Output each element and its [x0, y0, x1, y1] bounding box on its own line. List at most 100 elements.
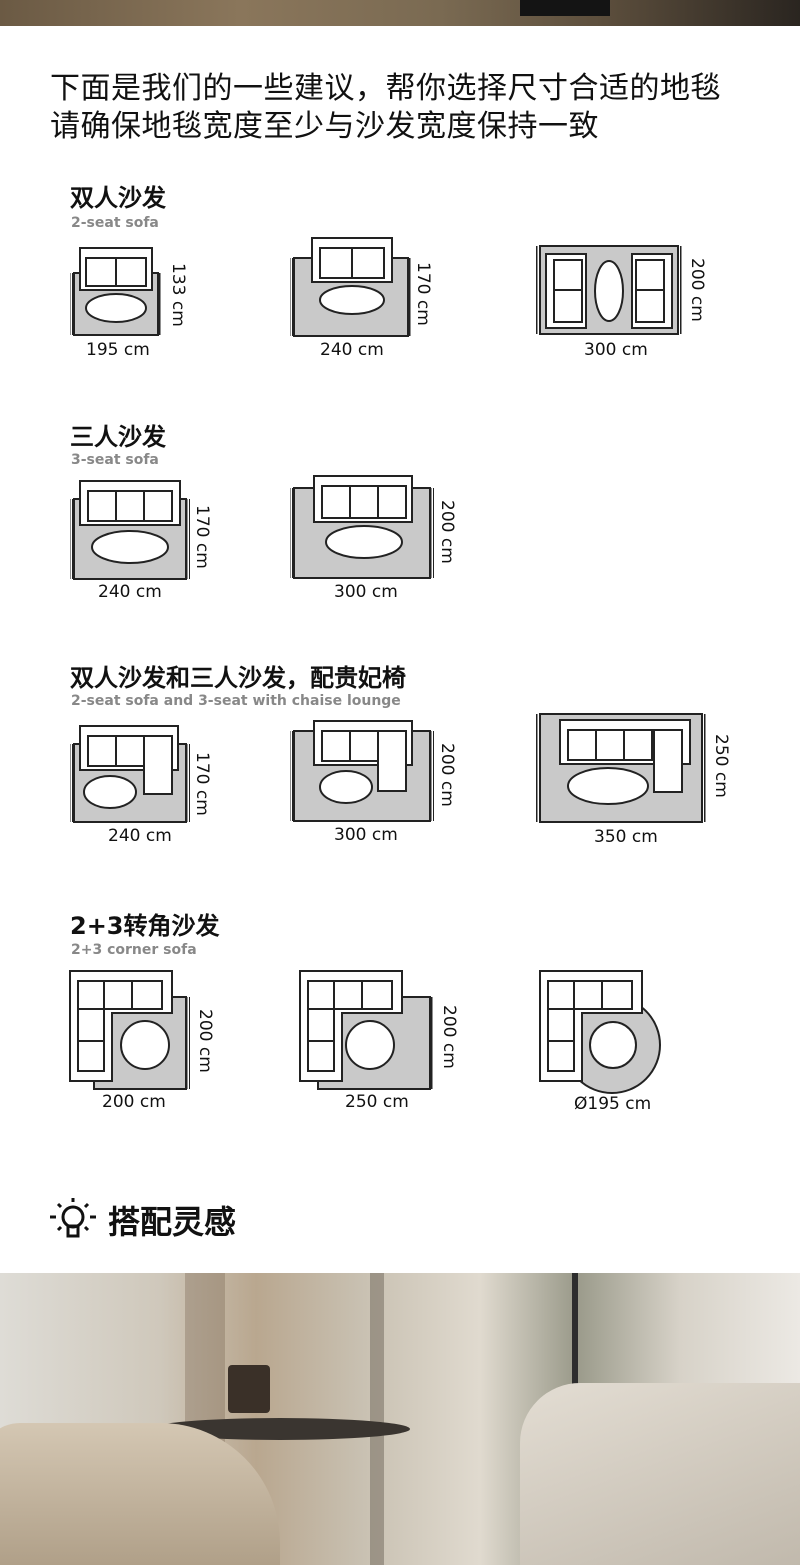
sofa-cushion — [553, 259, 583, 291]
sofa-cushion — [567, 729, 597, 761]
width-label: 250 cm — [345, 1092, 409, 1112]
rug-fringe-left — [536, 714, 540, 822]
depth-label: 200 cm — [437, 743, 457, 807]
rug-fringe-right — [186, 499, 190, 579]
depth-label: 170 cm — [413, 262, 433, 326]
width-label: 300 cm — [334, 582, 398, 602]
section-subtitle-corner: 2+3 corner sofa — [71, 942, 197, 958]
chaise-lounge — [377, 730, 407, 792]
coffee-mug — [228, 1365, 270, 1413]
sofa-cushion — [77, 1008, 105, 1042]
rug-fringe-left — [290, 488, 294, 578]
depth-label: 170 cm — [192, 505, 212, 569]
rug-fringe-left — [70, 273, 74, 335]
sofa-cushion — [547, 1040, 575, 1072]
sofa-cushion — [319, 247, 353, 279]
rug-fringe-right — [186, 744, 190, 822]
width-label: 200 cm — [102, 1092, 166, 1112]
sofa-cushion — [635, 289, 665, 323]
coffee-table — [589, 1021, 637, 1069]
rug-fringe-right — [186, 997, 190, 1089]
section-title-2-seat: 双人沙发 — [70, 184, 166, 212]
rug-diagram-3seat-240: 240 cm 170 cm — [70, 480, 212, 602]
sofa-cushion — [601, 980, 633, 1010]
rug-fringe-left — [290, 731, 294, 821]
rug-fringe-right — [430, 997, 434, 1089]
coffee-table — [594, 260, 624, 322]
armchair-left — [0, 1423, 280, 1565]
rug-diagram-corner-200: 200 cm 200 cm — [69, 970, 215, 1112]
rug-fringe-right — [430, 731, 434, 821]
sofa-cushion — [321, 730, 351, 762]
coffee-table — [319, 285, 385, 315]
coffee-table — [91, 530, 169, 564]
section-title-3-seat: 三人沙发 — [70, 423, 166, 451]
inspiration-heading: 搭配灵感 — [48, 1195, 236, 1245]
coffee-table — [85, 293, 147, 323]
intro-line-2: 请确保地毯宽度至少与沙发宽度保持一致 — [50, 109, 599, 144]
sofa-cushion — [547, 980, 575, 1010]
rug-diagram-chaise-300: 300 cm 200 cm — [290, 720, 457, 845]
sofa-cushion — [115, 490, 145, 522]
rug-fringe-right — [702, 714, 706, 822]
section-subtitle-chaise: 2-seat sofa and 3-seat with chaise loung… — [71, 693, 401, 709]
sofa-cushion — [85, 257, 117, 287]
rug-fringe-right — [158, 273, 162, 335]
rug-fringe-left — [70, 499, 74, 579]
sofa-cushion — [595, 729, 625, 761]
intro-line-1: 下面是我们的一些建议，帮你选择尺寸合适的地毯 — [50, 71, 721, 106]
rug-fringe-right — [408, 258, 412, 336]
section-title-corner: 2+3转角沙发 — [70, 912, 220, 940]
rug-fringe-right — [678, 246, 682, 334]
coffee-table — [120, 1020, 170, 1070]
rug-diagram-corner-250: 250 cm 200 cm — [299, 970, 459, 1112]
sofa-cushion — [333, 980, 363, 1010]
sofa-cushion — [143, 490, 173, 522]
sofa-cushion — [349, 485, 379, 519]
armchair-right — [520, 1383, 800, 1565]
coffee-table — [567, 767, 649, 805]
picture-frame — [520, 0, 610, 16]
depth-label: 200 cm — [195, 1009, 215, 1073]
lightbulb-icon — [50, 1198, 96, 1238]
width-label: 300 cm — [334, 825, 398, 845]
sofa-cushion — [573, 980, 603, 1010]
sofa-cushion — [623, 729, 653, 761]
inspiration-label: 搭配灵感 — [108, 1203, 237, 1241]
coffee-table — [345, 1020, 395, 1070]
sofa-cushion — [547, 1008, 575, 1042]
sofa-cushion — [377, 485, 407, 519]
sofa-cushion — [131, 980, 163, 1010]
rug-fringe-left — [536, 246, 540, 334]
rug-diagram-2seat-300: 300 cm 200 cm — [536, 245, 707, 360]
coffee-table — [83, 775, 137, 809]
rug-fringe-left — [290, 258, 294, 336]
sofa-cushion — [351, 247, 385, 279]
sofa-cushion — [77, 980, 105, 1010]
rug-diagram-chaise-240: 240 cm 170 cm — [70, 725, 212, 846]
sofa-cushion — [87, 735, 117, 767]
rug-fringe-left — [70, 744, 74, 822]
sofa-cushion — [307, 1040, 335, 1072]
floor-lamp — [572, 1273, 578, 1423]
section-title-chaise: 双人沙发和三人沙发，配贵妃椅 — [70, 664, 406, 692]
depth-label: 200 cm — [439, 1005, 459, 1069]
sofa-cushion — [307, 980, 335, 1010]
top-photo — [0, 0, 800, 26]
sofa-cushion — [553, 289, 583, 323]
width-label: 240 cm — [320, 340, 384, 360]
depth-label: 200 cm — [687, 258, 707, 322]
sofa-cushion — [361, 980, 393, 1010]
rug-diagram-3seat-300: 300 cm 200 cm — [290, 475, 457, 602]
depth-label: 250 cm — [711, 734, 731, 798]
diameter-label: Ø195 cm — [574, 1094, 651, 1114]
width-label: 240 cm — [98, 582, 162, 602]
sofa-cushion — [635, 259, 665, 291]
rug-diagram-2seat-240: 240 cm 170 cm — [290, 237, 433, 360]
width-label: 240 cm — [108, 826, 172, 846]
sofa-cushion — [307, 1008, 335, 1042]
depth-label: 170 cm — [192, 752, 212, 816]
living-room-photo — [0, 1273, 800, 1565]
coffee-table — [325, 525, 403, 559]
rug-diagram-corner-round: Ø195 cm — [539, 970, 661, 1114]
